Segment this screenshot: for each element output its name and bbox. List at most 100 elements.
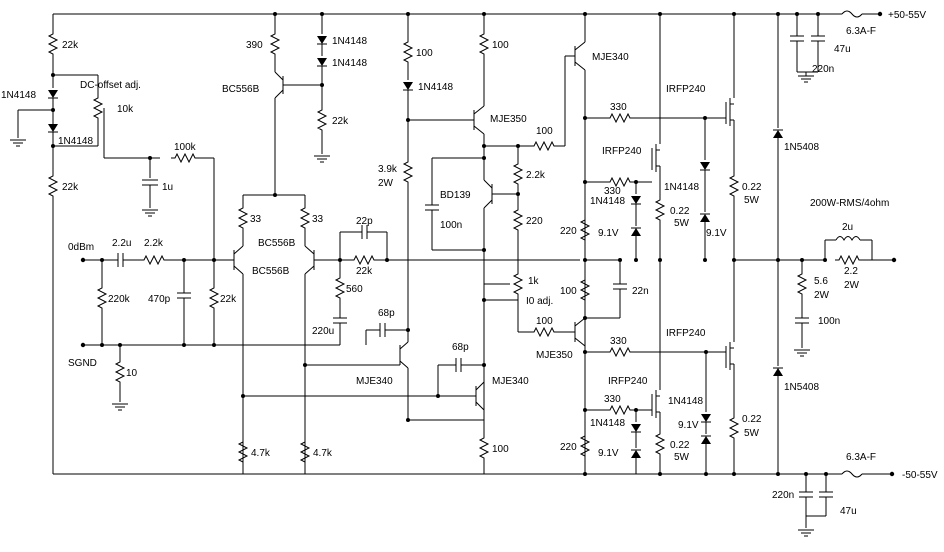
r22-out-w-label: 2W (844, 280, 860, 291)
c68p-b-label: 68p (452, 342, 469, 353)
z91-b-label: 9.1V (706, 228, 727, 239)
r022-b-w-label: 5W (674, 218, 690, 229)
d1n4148-c-label: 1N4148 (590, 196, 625, 207)
c47u-top-label: 47u (834, 44, 851, 55)
bc556-b-label: BC556B (252, 266, 290, 277)
r022-b-label: 0.22 (670, 206, 690, 217)
c100n-label: 100n (440, 220, 462, 231)
d-top2-label: 1N4148 (332, 58, 367, 69)
d-top1-label: 1N4148 (332, 36, 367, 47)
r330-b-label: 330 (604, 186, 621, 197)
d1n4148-e-label: 1N4148 (590, 418, 625, 429)
r100-f-label: 100 (560, 286, 577, 297)
r22k-b-label: 22k (220, 294, 237, 305)
dc-offset-network (9, 14, 214, 474)
c22n-label: 22n (632, 286, 649, 297)
r22k-bd-label: 2.2k (526, 170, 546, 181)
r100-e-label: 100 (492, 444, 509, 455)
title-out-label: 200W-RMS/4ohm (810, 198, 889, 209)
c220n-bot-label: 220n (772, 490, 794, 501)
r390-label: 390 (246, 40, 263, 51)
rail-neg-label: -50-55V (902, 470, 938, 481)
differential-pair (233, 195, 340, 474)
driver-stage (574, 12, 726, 476)
r39k-w-label: 2W (378, 178, 394, 189)
d1n4148-d-label: 1N4148 (664, 182, 699, 193)
bc556-top-label: BC556B (222, 84, 260, 95)
l2u-label: 2u (842, 222, 853, 233)
r39k-label: 3.9k (378, 164, 398, 175)
r100-c-label: 100 (536, 126, 553, 137)
r022-a-w-label: 5W (744, 195, 760, 206)
rail-pos-label: +50-55V (888, 10, 926, 21)
d1n5408-a-label: 1N5408 (784, 142, 819, 153)
r22k-low-label: 22k (62, 182, 79, 193)
r330-c-label: 330 (610, 336, 627, 347)
c220u-label: 220u (312, 326, 334, 337)
r330-d-label: 330 (604, 394, 621, 405)
r56-label: 5.6 (814, 276, 828, 287)
mje340-a-label: MJE340 (356, 376, 393, 387)
output-network (734, 12, 897, 537)
d1n4148-f-label: 1N4148 (668, 396, 703, 407)
mje340-top-label: MJE340 (592, 52, 629, 63)
r220-bd-label: 220 (526, 216, 543, 227)
irf-c-label: IRFP240 (666, 328, 706, 339)
irf-d-label: IRFP240 (608, 376, 648, 387)
c1u-label: 1u (162, 182, 173, 193)
r22k-fb-label: 22k (356, 266, 373, 277)
z91-c-label: 9.1V (598, 448, 619, 459)
r22-out-label: 2.2 (844, 266, 858, 277)
fuse-pos-label: 6.3A-F (846, 26, 876, 37)
r220-b-label: 220 (560, 442, 577, 453)
r33b-label: 33 (312, 214, 324, 225)
fuse-neg-label: 6.3A-F (846, 452, 876, 463)
z91-a-label: 9.1V (598, 228, 619, 239)
output-stage (651, 12, 739, 476)
r330-a-label: 330 (610, 102, 627, 113)
input-label: 0dBm (68, 242, 94, 253)
c22u-label: 2.2u (112, 238, 131, 249)
z91-d-label: 9.1V (678, 420, 699, 431)
bd139-label: BD139 (440, 190, 471, 201)
irf-b-label: IRFP240 (602, 146, 642, 157)
mje340-b-label: MJE340 (492, 376, 529, 387)
r33a-label: 33 (250, 214, 262, 225)
r100-d-label: 100 (536, 316, 553, 327)
irf-a-label: IRFP240 (666, 84, 706, 95)
r47k-a-label: 4.7k (251, 448, 271, 459)
r022-a-label: 0.22 (742, 182, 762, 193)
r022-c-w-label: 5W (744, 428, 760, 439)
r100-a-label: 100 (416, 48, 433, 59)
r100-b-label: 100 (492, 40, 509, 51)
r220-a-label: 220 (560, 226, 577, 237)
io-adj-label: I0 adj. (526, 296, 553, 307)
r22k-in-label: 2.2k (144, 238, 164, 249)
r560-label: 560 (346, 284, 363, 295)
d1n4148-a-label: 1N4148 (1, 90, 36, 101)
r56-w-label: 2W (814, 290, 830, 301)
bc556-a-label: BC556B (258, 238, 296, 249)
sgnd-label: SGND (68, 358, 97, 369)
negative-rail (53, 470, 895, 478)
c22p-label: 22p (356, 216, 373, 227)
vas-stage (241, 12, 575, 474)
pot10k-label: 10k (117, 104, 134, 115)
mje350-top-label: MJE350 (490, 114, 527, 125)
r022-d-w-label: 5W (674, 452, 690, 463)
c47u-bot-label: 47u (840, 506, 857, 517)
r10-label: 10 (126, 368, 138, 379)
mje350-bot-label: MJE350 (536, 350, 573, 361)
r47k-b-label: 4.7k (313, 448, 333, 459)
c68p-a-label: 68p (378, 308, 395, 319)
c470p-label: 470p (148, 294, 171, 305)
r22k-top-label: 22k (62, 40, 79, 51)
r22k-mid-label: 22k (332, 116, 349, 127)
input-network (80, 158, 340, 411)
c220n-top-label: 220n (812, 64, 834, 75)
r100k-label: 100k (174, 142, 197, 153)
current-source (243, 12, 331, 197)
d1n4148-v-label: 1N4148 (418, 82, 453, 93)
dc-offset-label: DC-offset adj. (80, 80, 141, 91)
